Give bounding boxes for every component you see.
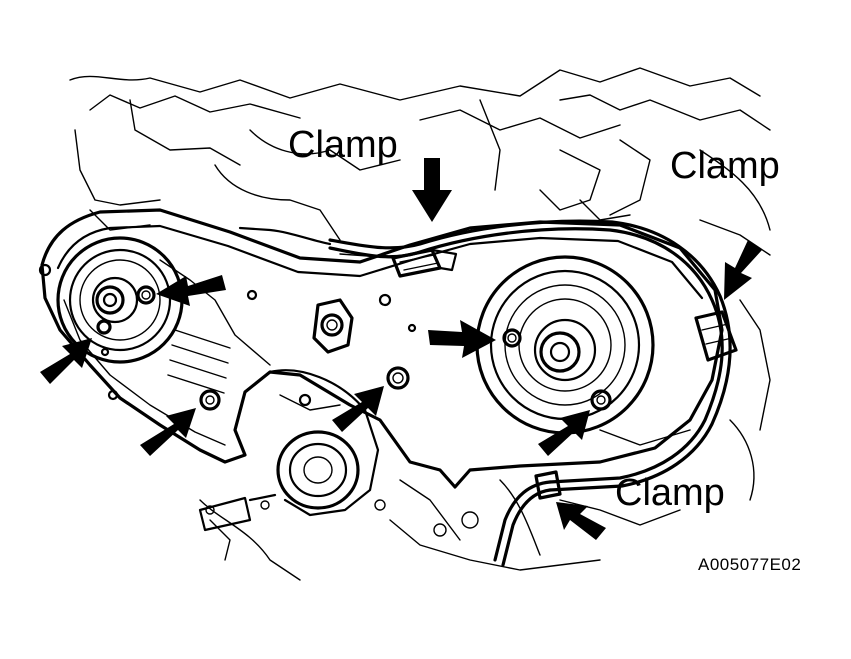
right-camshaft-pulley xyxy=(475,255,655,435)
idler-pulley-assembly xyxy=(198,369,380,532)
bottom-clamp xyxy=(534,470,562,500)
arrow-right-pulley-bolt-lower xyxy=(538,410,590,456)
cover-mid-seam xyxy=(159,259,271,366)
arrow-left-cover-bolt xyxy=(40,338,92,384)
right-pulley-bolt-left xyxy=(502,328,522,348)
right-pulley-bolt-lower xyxy=(590,389,612,411)
left-pulley-bolt xyxy=(136,285,156,305)
label-clamp-right: Clamp xyxy=(670,145,780,187)
clamp-hardware xyxy=(339,248,738,500)
callout-arrows xyxy=(40,158,762,540)
timing-belt-cover xyxy=(38,208,724,489)
left-cover-bolt xyxy=(96,319,112,335)
cover-lower-ridge xyxy=(63,299,226,446)
center-bosses xyxy=(199,298,410,411)
arrow-center-bolt xyxy=(332,386,384,432)
arrow-top-clamp xyxy=(412,158,452,222)
label-clamp-top: Clamp xyxy=(288,124,398,166)
arrow-bottom-clamp xyxy=(556,502,606,540)
arrow-left-pulley-bolt xyxy=(156,275,226,306)
arrow-lower-left-bolt xyxy=(140,408,196,456)
right-clamp xyxy=(694,310,738,362)
top-clamp xyxy=(339,248,458,278)
lower-left-cover-bolt xyxy=(199,389,221,411)
figure-id: A005077E02 xyxy=(698,555,801,574)
arrow-right-clamp xyxy=(724,240,762,300)
center-cover-bolt xyxy=(386,366,410,390)
cover-upper-ridge xyxy=(56,224,704,300)
cover-outline xyxy=(40,208,724,489)
arrow-right-pulley-bolt-left xyxy=(428,320,496,358)
label-clamp-bottom: Clamp xyxy=(615,472,725,514)
